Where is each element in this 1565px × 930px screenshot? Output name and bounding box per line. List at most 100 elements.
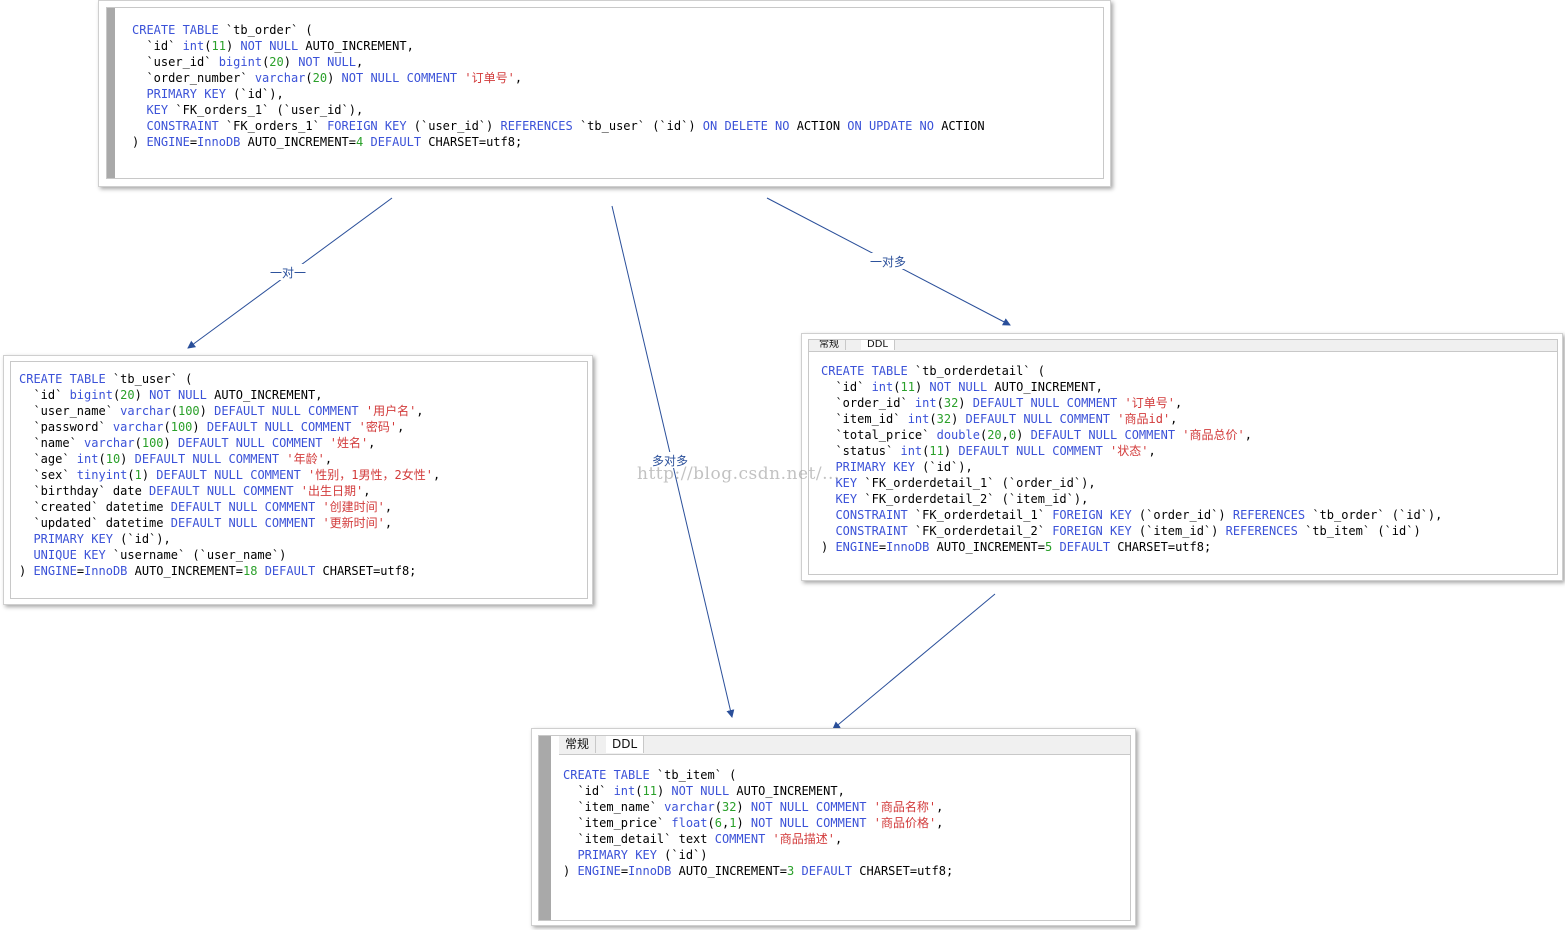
- code-token: ,: [384, 500, 393, 514]
- code-token: AUTO_INCREMENT=: [929, 540, 1045, 554]
- code-token: [132, 119, 146, 133]
- code-token: 0: [1008, 428, 1017, 442]
- code-token: DEFAULT: [370, 135, 422, 149]
- code-token: CREATE TABLE: [19, 372, 113, 386]
- code-token: [359, 404, 366, 418]
- code-token: '商品名称': [873, 800, 937, 814]
- code-token: DEFAULT NULL COMMENT: [177, 436, 323, 450]
- code-token: '出生日期': [300, 484, 364, 498]
- code-token: `created` datetime: [19, 500, 171, 514]
- code-token: `name`: [19, 436, 85, 450]
- code-token: [19, 532, 33, 546]
- code-line: PRIMARY KEY (`id`): [563, 847, 953, 863]
- code-line: `user_id` bigint(20) NOT NULL,: [132, 54, 985, 70]
- code-token: (`order_id`): [1131, 508, 1233, 522]
- code-token: DEFAULT NULL COMMENT: [156, 468, 301, 482]
- code-token: 1: [134, 468, 142, 482]
- tab-general[interactable]: 常规: [559, 736, 597, 753]
- code-token: ): [656, 784, 672, 798]
- code-token: ,: [363, 484, 371, 498]
- code-token: FOREIGN KEY: [1052, 524, 1132, 538]
- code-token: ): [192, 420, 207, 434]
- code-token: int: [76, 452, 99, 466]
- code-line: `created` datetime DEFAULT NULL COMMENT …: [19, 499, 440, 515]
- code-token: `id`: [132, 39, 183, 53]
- code-token: ,: [936, 800, 944, 814]
- code-token: 32: [936, 412, 952, 426]
- code-token: ENGINE: [33, 564, 77, 578]
- code-token: [821, 508, 835, 522]
- code-token: `tb_order` (`id`),: [1305, 508, 1443, 522]
- code-token: `id`: [19, 388, 70, 402]
- code-token: `FK_orderdetail_2`: [907, 524, 1053, 538]
- code-token: [866, 816, 873, 830]
- code-token: InnoDB: [886, 540, 930, 554]
- code-token: AUTO_INCREMENT=: [240, 135, 356, 149]
- code-token: ,: [368, 436, 376, 450]
- code-token: DEFAULT: [801, 864, 853, 878]
- code-token: [821, 524, 835, 538]
- label-one-to-many: 一对多: [870, 255, 906, 269]
- code-token: ,: [1244, 428, 1252, 442]
- code-token: ): [563, 864, 578, 878]
- code-token: (: [635, 784, 643, 798]
- code-token: ): [132, 135, 147, 149]
- code-token: '姓名': [329, 436, 369, 450]
- tab-ddl[interactable]: DDL: [861, 340, 895, 350]
- code-token: InnoDB: [628, 864, 672, 878]
- code-token: [257, 564, 264, 578]
- code-token: (: [98, 452, 106, 466]
- code-token: InnoDB: [197, 135, 241, 149]
- code-token: `FK_orders_1` (`user_id`),: [168, 103, 364, 117]
- code-token: 32: [721, 800, 737, 814]
- ddl-code-tb-item: CREATE TABLE `tb_item` ( `id` int(11) NO…: [563, 767, 953, 879]
- code-token: `user_name`: [19, 404, 121, 418]
- code-token: [821, 492, 835, 506]
- code-line: ) ENGINE=InnoDB AUTO_INCREMENT=4 DEFAULT…: [132, 134, 985, 150]
- code-token: KEY: [146, 103, 169, 117]
- code-token: '密码': [358, 420, 398, 434]
- code-token: DEFAULT: [1059, 540, 1111, 554]
- code-token: 6: [714, 816, 722, 830]
- code-token: AUTO_INCREMENT,: [206, 388, 323, 402]
- code-token: ,: [1170, 412, 1178, 426]
- code-token: UNIQUE KEY: [33, 548, 106, 562]
- code-line: `updated` datetime DEFAULT NULL COMMENT …: [19, 515, 440, 531]
- code-token: `birthday` date: [19, 484, 150, 498]
- code-token: (`id`),: [914, 460, 973, 474]
- code-token: ): [736, 816, 751, 830]
- code-token: int: [182, 39, 205, 53]
- code-token: ,: [721, 816, 730, 830]
- code-line: `item_id` int(32) DEFAULT NULL COMMENT '…: [821, 411, 1442, 427]
- code-token: double: [936, 428, 980, 442]
- label-many-to-many: 多对多: [652, 454, 688, 468]
- code-token: int: [871, 380, 894, 394]
- code-token: 100: [170, 420, 193, 434]
- code-line: `sex` tinyint(1) DEFAULT NULL COMMENT '性…: [19, 467, 440, 483]
- code-token: CREATE TABLE: [132, 23, 226, 37]
- ddl-viewer-tb-user: CREATE TABLE `tb_user` ( `id` bigint(20)…: [10, 361, 588, 599]
- code-token: (: [936, 396, 944, 410]
- code-token: varchar: [120, 404, 171, 418]
- code-line: PRIMARY KEY (`id`),: [821, 459, 1442, 475]
- code-token: `id`: [821, 380, 872, 394]
- code-line: `user_name` varchar(100) DEFAULT NULL CO…: [19, 403, 440, 419]
- code-token: ): [736, 800, 751, 814]
- code-token: ,: [1001, 428, 1009, 442]
- code-token: `user_id`: [132, 55, 219, 69]
- tab-ddl[interactable]: DDL: [606, 736, 645, 753]
- code-token: FOREIGN KEY: [327, 119, 407, 133]
- code-token: `tb_order` (: [225, 23, 313, 37]
- code-token: [19, 548, 33, 562]
- code-token: varchar: [254, 71, 306, 85]
- tab-general[interactable]: 常规: [813, 340, 846, 350]
- code-token: (: [163, 420, 171, 434]
- code-token: (`user_id`): [406, 119, 501, 133]
- code-line: KEY `FK_orderdetail_1` (`order_id`),: [821, 475, 1442, 491]
- code-token: DEFAULT NULL COMMENT: [149, 484, 294, 498]
- code-token: CHARSET=utf8;: [852, 864, 954, 878]
- code-token: ENGINE: [835, 540, 879, 554]
- code-token: ACTION: [789, 119, 848, 133]
- code-token: 4: [356, 135, 364, 149]
